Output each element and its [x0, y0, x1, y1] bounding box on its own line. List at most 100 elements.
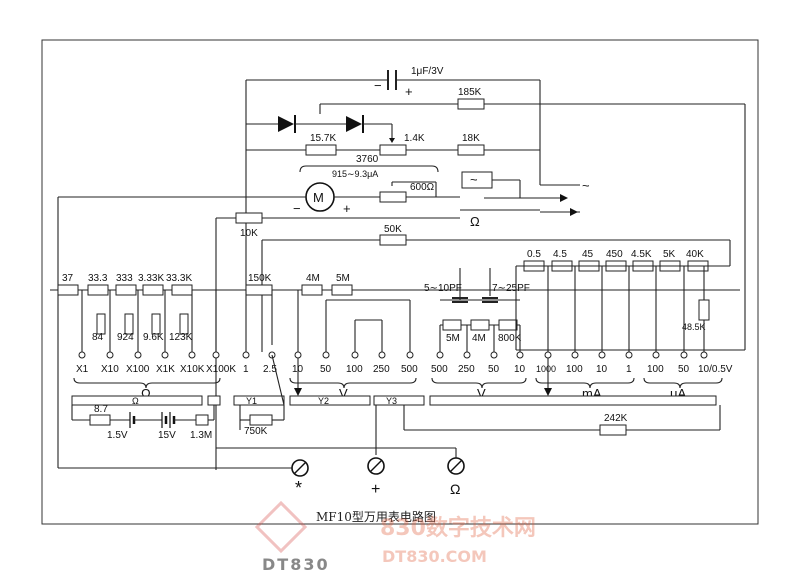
shunt-9-6k — [151, 313, 161, 335]
ohm-shunt-label: 9.6K — [143, 332, 164, 343]
jack-ohm — [447, 457, 465, 475]
resistor-600 — [379, 191, 407, 203]
ohm-slider-label: Ω — [132, 396, 139, 406]
range-label-ma: 1000 — [536, 364, 556, 374]
resistor-4m — [301, 284, 323, 296]
meter-plus: + — [343, 201, 351, 216]
dcv-group-bracket — [289, 377, 417, 389]
range-label-ua: 10/0.5V — [698, 364, 733, 375]
ohm-slider-end — [207, 395, 221, 406]
slider-y2-label: Y2 — [318, 396, 329, 406]
ohm-resistor-label: 333 — [116, 273, 133, 284]
range-label-ua: 100 — [647, 364, 664, 375]
ma-resistor-label: 450 — [606, 249, 623, 260]
capacitor-7-25pf-label: 7∼25PF — [492, 283, 530, 294]
resistor-333 — [115, 284, 137, 296]
range-label-x10k: X10K — [180, 364, 205, 375]
watermark-site-name: 830数字技术网 — [380, 515, 536, 541]
resistor-acv-800k — [498, 319, 518, 331]
watermark-logo-icon — [254, 500, 308, 554]
jack-plus-label: + — [371, 481, 380, 498]
range-label-ma: 1 — [626, 364, 632, 375]
resistor-8-7-label: 8.7 — [94, 404, 108, 415]
resistor-15-7k-label: 15.7K — [310, 133, 336, 144]
resistor-33-3 — [87, 284, 109, 296]
ohm-resistor-label: 33.3K — [166, 273, 192, 284]
jack-common-label: * — [295, 478, 302, 498]
group-label-ohm: Ω — [141, 386, 151, 401]
watermark: 830数字技术网 DT830.COM — [254, 500, 536, 566]
meter-minus: − — [293, 201, 301, 216]
range-label-ma: 10 — [596, 364, 608, 375]
slider-y3 — [373, 395, 425, 406]
range-label-dcv: 250 — [373, 364, 390, 375]
potentiometer-10k — [235, 212, 263, 224]
resistor-50k — [379, 234, 407, 246]
resistor-37 — [57, 284, 79, 296]
jack-plus — [367, 457, 385, 475]
resistor-4m-label: 4M — [306, 273, 320, 284]
capacitor-5-10pf-label: 5∼10PF — [424, 283, 462, 294]
range-label-acv: 10 — [514, 364, 526, 375]
resistor-1-4k — [379, 144, 407, 156]
slider-y1 — [233, 395, 285, 406]
diode — [278, 116, 294, 132]
resistor-8-7 — [89, 414, 111, 426]
resistor-150k-label: 150K — [248, 273, 272, 284]
resistor-1-4k-label: 1.4K — [404, 133, 425, 144]
ua-group-bracket — [643, 377, 723, 389]
resistor-acv-5m — [442, 319, 462, 331]
shunt-84 — [96, 313, 106, 335]
group-label-v: V — [339, 386, 348, 401]
meter-spec-label: 3760 — [356, 154, 379, 165]
jack-ohm-label: Ω — [450, 481, 460, 497]
range-label-ma: 100 — [566, 364, 583, 375]
watermark-brand: DT830 — [262, 555, 330, 574]
shunt-123k — [179, 313, 189, 335]
range-label-dcv: 500 — [401, 364, 418, 375]
ohm-resistor-label: 37 — [62, 273, 74, 284]
ohm-slider-bar — [71, 395, 203, 406]
range-label-ua: 50 — [678, 364, 690, 375]
resistor-242k-label: 242K — [604, 413, 628, 424]
resistor-242k — [599, 424, 627, 436]
resistor-18k-label: 18K — [462, 133, 480, 144]
switch-ac-symbol: ~ — [470, 172, 478, 187]
capacitor-plus-label: + — [405, 84, 413, 99]
resistor-acv-4m — [470, 319, 490, 331]
resistor-1-3m — [195, 414, 209, 426]
resistor-5m — [331, 284, 353, 296]
resistor-185k-label: 185K — [458, 87, 482, 98]
resistor-48-5k-label: 48.5K — [682, 322, 706, 332]
ohm-shunt-label: 924 — [117, 332, 134, 343]
ma-resistor-label: 0.5 — [527, 249, 541, 260]
battery-15v-label: 15V — [158, 430, 176, 441]
ohm-resistor-label: 33.3 — [88, 273, 108, 284]
capacitor-minus-label: − — [374, 78, 382, 93]
range-terminals — [78, 351, 708, 359]
ac-symbol: ~ — [582, 178, 590, 193]
resistor-18k — [457, 144, 485, 156]
range-label-x100k: X100K — [206, 364, 236, 375]
acv-resistor-label: 4M — [472, 333, 486, 344]
slider-y2 — [289, 395, 371, 406]
resistor-48-5k — [698, 299, 710, 321]
ohm-series-chain — [57, 284, 193, 296]
resistor-33-3k — [171, 284, 193, 296]
resistor-185k — [457, 98, 485, 110]
ma-resistor-label: 4.5 — [553, 249, 567, 260]
range-label-dcv: 2.5 — [263, 364, 277, 375]
resistor-750k — [249, 414, 273, 426]
acv-resistor-label: 5M — [446, 333, 460, 344]
range-label-acv: 250 — [458, 364, 475, 375]
ma-resistor-label: 4.5K — [631, 249, 652, 260]
resistor-150k — [245, 284, 273, 296]
ma-resistor-label: 40K — [686, 249, 704, 260]
ohm-switch-symbol: Ω — [470, 214, 480, 229]
watermark-url: DT830.COM — [382, 547, 487, 566]
group-label-acv: V — [477, 386, 486, 401]
battery-1-5v-label: 1.5V — [107, 430, 128, 441]
resistor-600-label: 600Ω — [410, 182, 435, 193]
ohm-group-bracket — [73, 377, 221, 389]
